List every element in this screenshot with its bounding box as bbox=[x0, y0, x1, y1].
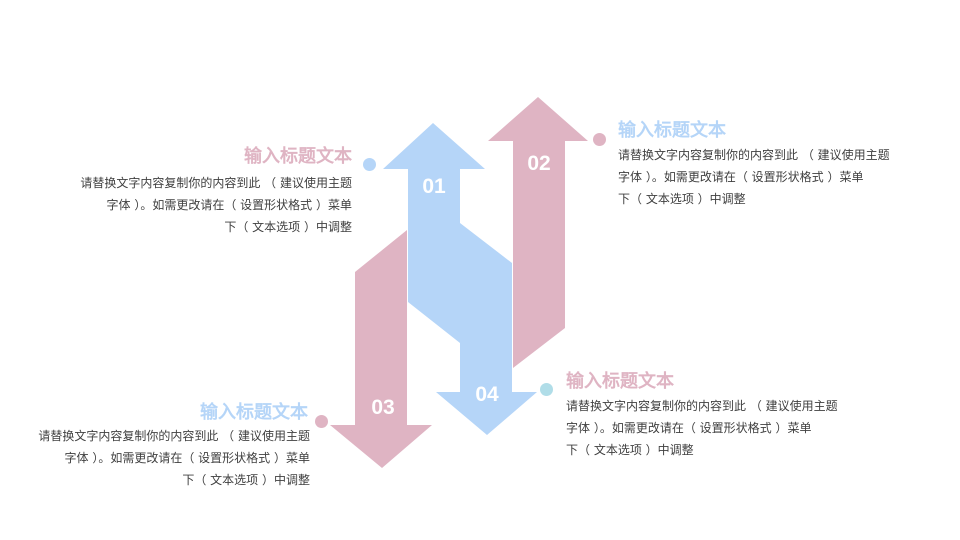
step-01-block: 输入标题文本 请替换文字内容复制你的内容到此 （ 建议使用主题 字体 ）。如需更… bbox=[0, 146, 352, 238]
step-03-title: 输入标题文本 bbox=[200, 402, 308, 423]
text-line: 请替换文字内容复制你的内容到此 （ 建议使用主题 bbox=[80, 176, 352, 190]
step-02-block: 输入标题文本 请替换文字内容复制你的内容到此 （ 建议使用主题 字体 ）。如需更… bbox=[618, 120, 960, 210]
step-number-03: 03 bbox=[371, 396, 394, 419]
step-04-dot bbox=[540, 383, 553, 396]
step-02-title: 输入标题文本 bbox=[618, 120, 726, 141]
step-number-04: 04 bbox=[475, 383, 499, 406]
step-02-dot bbox=[593, 133, 606, 146]
step-01-dot bbox=[363, 158, 376, 171]
text-line: 字体 ）。如需更改请在（ 设置形状格式 ）菜单 bbox=[106, 198, 352, 212]
text-line: 字体 ）。如需更改请在（ 设置形状格式 ）菜单 bbox=[566, 421, 812, 435]
step-02-text: 请替换文字内容复制你的内容到此 （ 建议使用主题 字体 ）。如需更改请在（ 设置… bbox=[618, 144, 960, 210]
text-line: 下（ 文本选项 ）中调整 bbox=[224, 220, 352, 234]
text-line: 字体 ）。如需更改请在（ 设置形状格式 ）菜单 bbox=[618, 170, 864, 184]
step-04-text: 请替换文字内容复制你的内容到此 （ 建议使用主题 字体 ）。如需更改请在（ 设置… bbox=[566, 395, 926, 461]
text-line: 下（ 文本选项 ）中调整 bbox=[566, 443, 694, 457]
step-number-02: 02 bbox=[527, 152, 550, 175]
step-03-block: 输入标题文本 请替换文字内容复制你的内容到此 （ 建议使用主题 字体 ）。如需更… bbox=[0, 402, 310, 491]
text-line: 请替换文字内容复制你的内容到此 （ 建议使用主题 bbox=[618, 148, 890, 162]
arrow-03-down bbox=[330, 230, 432, 468]
step-04-title: 输入标题文本 bbox=[566, 371, 674, 392]
step-01-text: 请替换文字内容复制你的内容到此 （ 建议使用主题 字体 ）。如需更改请在（ 设置… bbox=[0, 172, 352, 238]
step-03-dot bbox=[315, 415, 328, 428]
text-line: 请替换文字内容复制你的内容到此 （ 建议使用主题 bbox=[566, 399, 838, 413]
step-04-block: 输入标题文本 请替换文字内容复制你的内容到此 （ 建议使用主题 字体 ）。如需更… bbox=[566, 371, 926, 461]
arrow-01-04-blue bbox=[383, 123, 537, 435]
text-line: 字体 ）。如需更改请在（ 设置形状格式 ）菜单 bbox=[64, 451, 310, 465]
text-line: 请替换文字内容复制你的内容到此 （ 建议使用主题 bbox=[38, 429, 310, 443]
step-01-title: 输入标题文本 bbox=[244, 146, 352, 167]
step-03-text: 请替换文字内容复制你的内容到此 （ 建议使用主题 字体 ）。如需更改请在（ 设置… bbox=[0, 425, 310, 491]
step-number-01: 01 bbox=[422, 175, 446, 198]
text-line: 下（ 文本选项 ）中调整 bbox=[618, 192, 746, 206]
arrow-02-up bbox=[488, 97, 588, 368]
text-line: 下（ 文本选项 ）中调整 bbox=[182, 473, 310, 487]
